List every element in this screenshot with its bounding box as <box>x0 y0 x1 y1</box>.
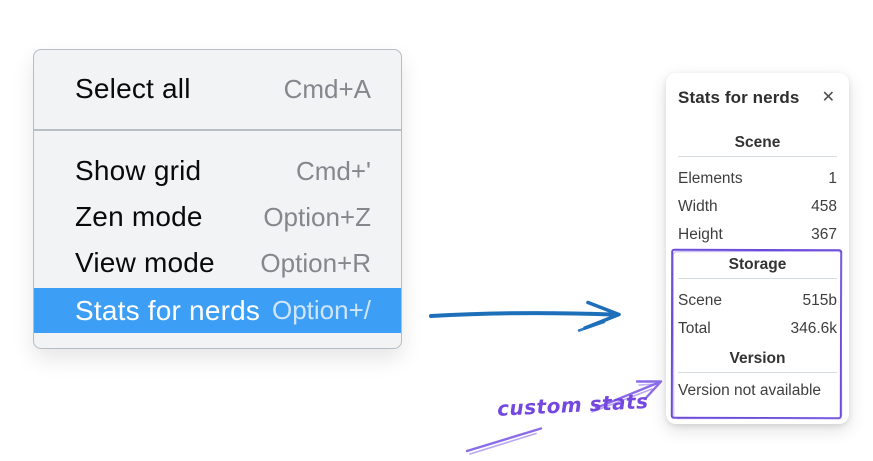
version-note: Version not available <box>678 382 822 399</box>
stats-panel: Stats for nerds ✕ Scene Elements 1 Width… <box>666 73 849 424</box>
menu-item-select-all[interactable]: Select all Cmd+A <box>34 69 401 109</box>
menu-divider <box>34 129 401 131</box>
stat-label: Elements <box>678 170 743 187</box>
menu-item-shortcut: Cmd+A <box>283 73 371 104</box>
menu-item-shortcut: Cmd+' <box>295 155 371 186</box>
stat-label: Height <box>678 226 723 243</box>
menu-item-stats-for-nerds[interactable]: Stats for nerds Option+/ <box>34 288 401 333</box>
scene-rows: Elements 1 Width 458 Height 367 <box>678 165 837 249</box>
stat-row-total-size: Total 346.6k <box>678 315 837 343</box>
menu-item-shortcut: Option+/ <box>271 295 371 325</box>
panel-title: Stats for nerds <box>678 88 800 107</box>
stat-row-width: Width 458 <box>678 193 837 221</box>
stat-value: 367 <box>811 226 837 243</box>
stats-panel-header: Stats for nerds ✕ <box>678 87 837 109</box>
stat-label: Scene <box>678 292 722 309</box>
close-icon[interactable]: ✕ <box>821 89 835 106</box>
menu-item-view-mode[interactable]: View mode Option+R <box>34 243 401 283</box>
menu-item-label: Select all <box>75 73 191 104</box>
stat-value: 346.6k <box>790 320 837 337</box>
stat-value: 458 <box>811 198 837 215</box>
stat-row-elements: Elements 1 <box>678 165 837 193</box>
storage-rows: Scene 515b Total 346.6k <box>678 287 837 343</box>
section-heading-scene: Scene <box>734 134 781 151</box>
context-menu: Select all Cmd+A Show grid Cmd+' Zen mod… <box>33 49 402 349</box>
section-divider <box>678 278 837 279</box>
stat-value: 515b <box>802 292 837 309</box>
stat-label: Width <box>678 198 718 215</box>
menu-item-label: Stats for nerds <box>75 294 261 326</box>
stat-value: 1 <box>828 170 837 187</box>
section-heading-storage: Storage <box>728 256 787 273</box>
menu-item-show-grid[interactable]: Show grid Cmd+' <box>34 151 401 191</box>
section-heading-version: Version <box>729 350 786 367</box>
menu-item-label: Show grid <box>75 155 202 186</box>
menu-item-shortcut: Option+Z <box>263 201 371 232</box>
annotation-label: custom stats <box>496 389 650 421</box>
section-divider <box>678 372 837 373</box>
pointer-arrow <box>429 300 621 332</box>
menu-item-shortcut: Option+R <box>260 247 371 278</box>
stat-row-scene-size: Scene 515b <box>678 287 837 315</box>
menu-item-zen-mode[interactable]: Zen mode Option+Z <box>34 197 401 237</box>
menu-item-label: View mode <box>75 247 215 278</box>
menu-item-label: Zen mode <box>75 201 203 232</box>
stat-label: Total <box>678 320 711 337</box>
section-divider <box>678 156 837 157</box>
stat-row-height: Height 367 <box>678 221 837 249</box>
